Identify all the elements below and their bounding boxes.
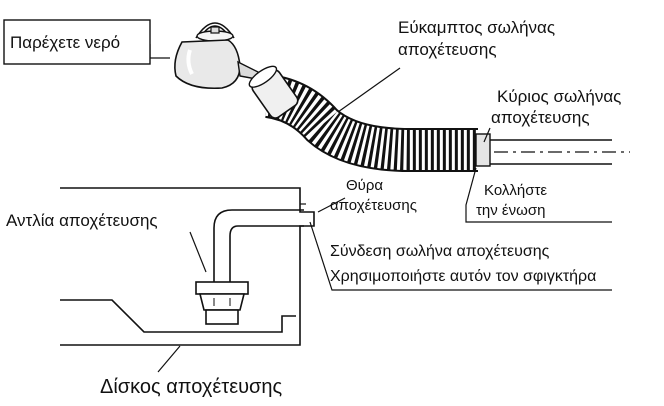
- supply-water-callout: Παρέχετε νερό: [3, 19, 151, 65]
- drain-pump: [195, 209, 304, 325]
- hose-connection-label-line2: Χρησιμοποιήστε αυτόν τον σφιγκτήρα: [330, 268, 596, 285]
- kettle-icon: [174, 22, 264, 90]
- main-pipe-label-line1: Κύριος σωλήνας: [497, 87, 621, 106]
- flexible-drain-hose: [248, 65, 491, 172]
- glue-joint-label-line1: Κολλήστε: [484, 182, 547, 199]
- drain-pan-label: Δίσκος αποχέτευσης: [100, 376, 283, 398]
- flexible-hose-label-line2: αποχέτευσης: [398, 40, 497, 59]
- drain-port-label-line2: αποχέτευσης: [330, 197, 417, 214]
- main-drain-pipe: [490, 139, 630, 165]
- main-pipe-label-line2: αποχέτευσης: [491, 108, 590, 127]
- hose-connection-label-line1: Σύνδεση σωλήνα αποχέτευσης: [330, 243, 550, 260]
- glue-joint-label-line2: την ένωση: [476, 202, 545, 219]
- leader-lines: [149, 44, 612, 373]
- unit-housing: [60, 187, 315, 346]
- drain-pump-label: Αντλία αποχέτευσης: [6, 211, 158, 230]
- supply-water-label: Παρέχετε νερό: [10, 33, 120, 52]
- flexible-hose-label-line1: Εύκαμπτος σωλήνας: [398, 18, 555, 37]
- drain-pan: [60, 299, 296, 333]
- drain-port-label-line1: Θύρα: [346, 177, 383, 194]
